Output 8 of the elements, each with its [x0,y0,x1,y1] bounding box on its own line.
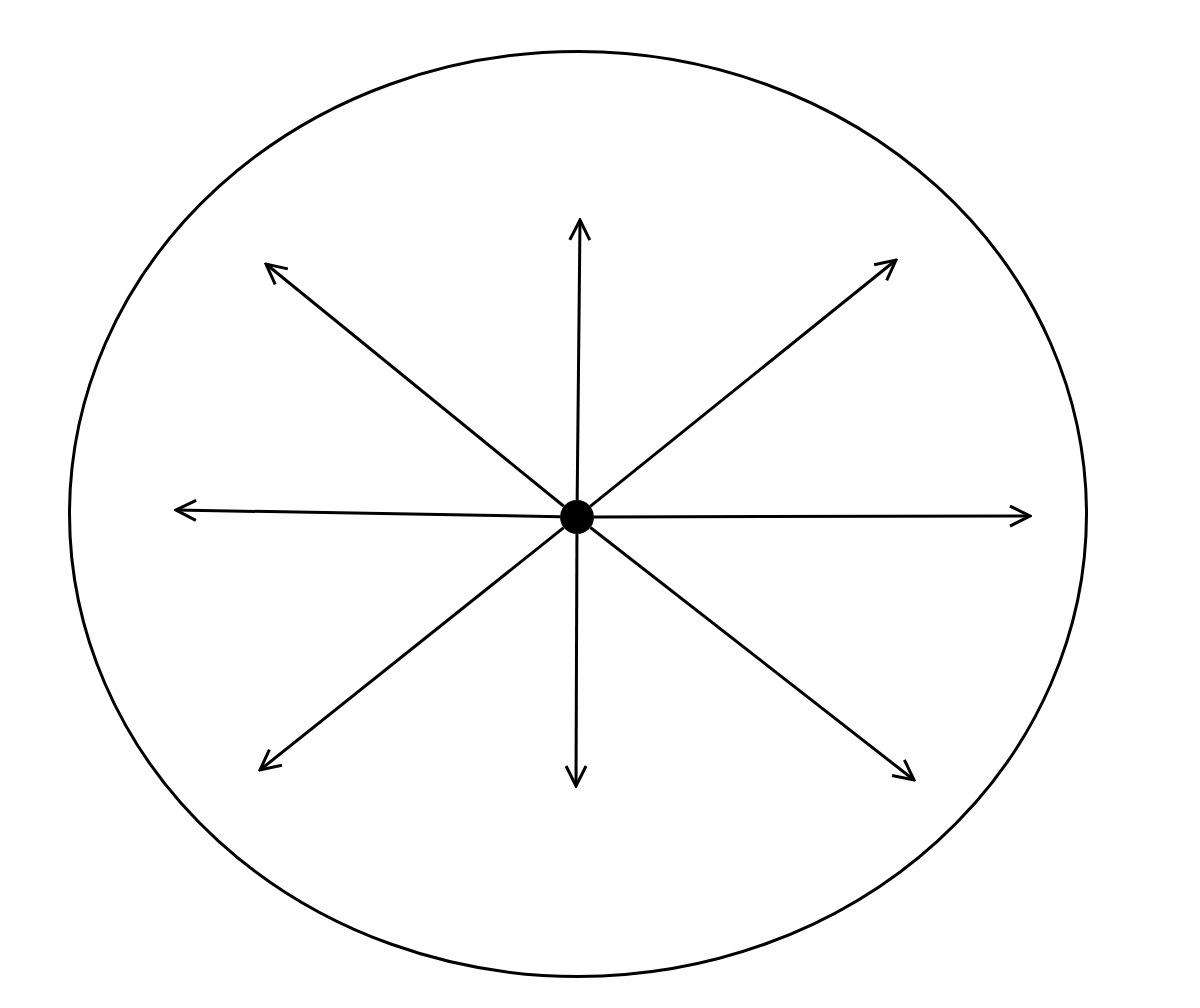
arrow [258,526,565,772]
arrow [594,504,1032,528]
arrow [564,534,588,788]
arrow [264,262,565,508]
arrow [174,498,561,522]
arrow [589,526,916,782]
arrow [568,218,592,500]
arrow [589,258,898,508]
